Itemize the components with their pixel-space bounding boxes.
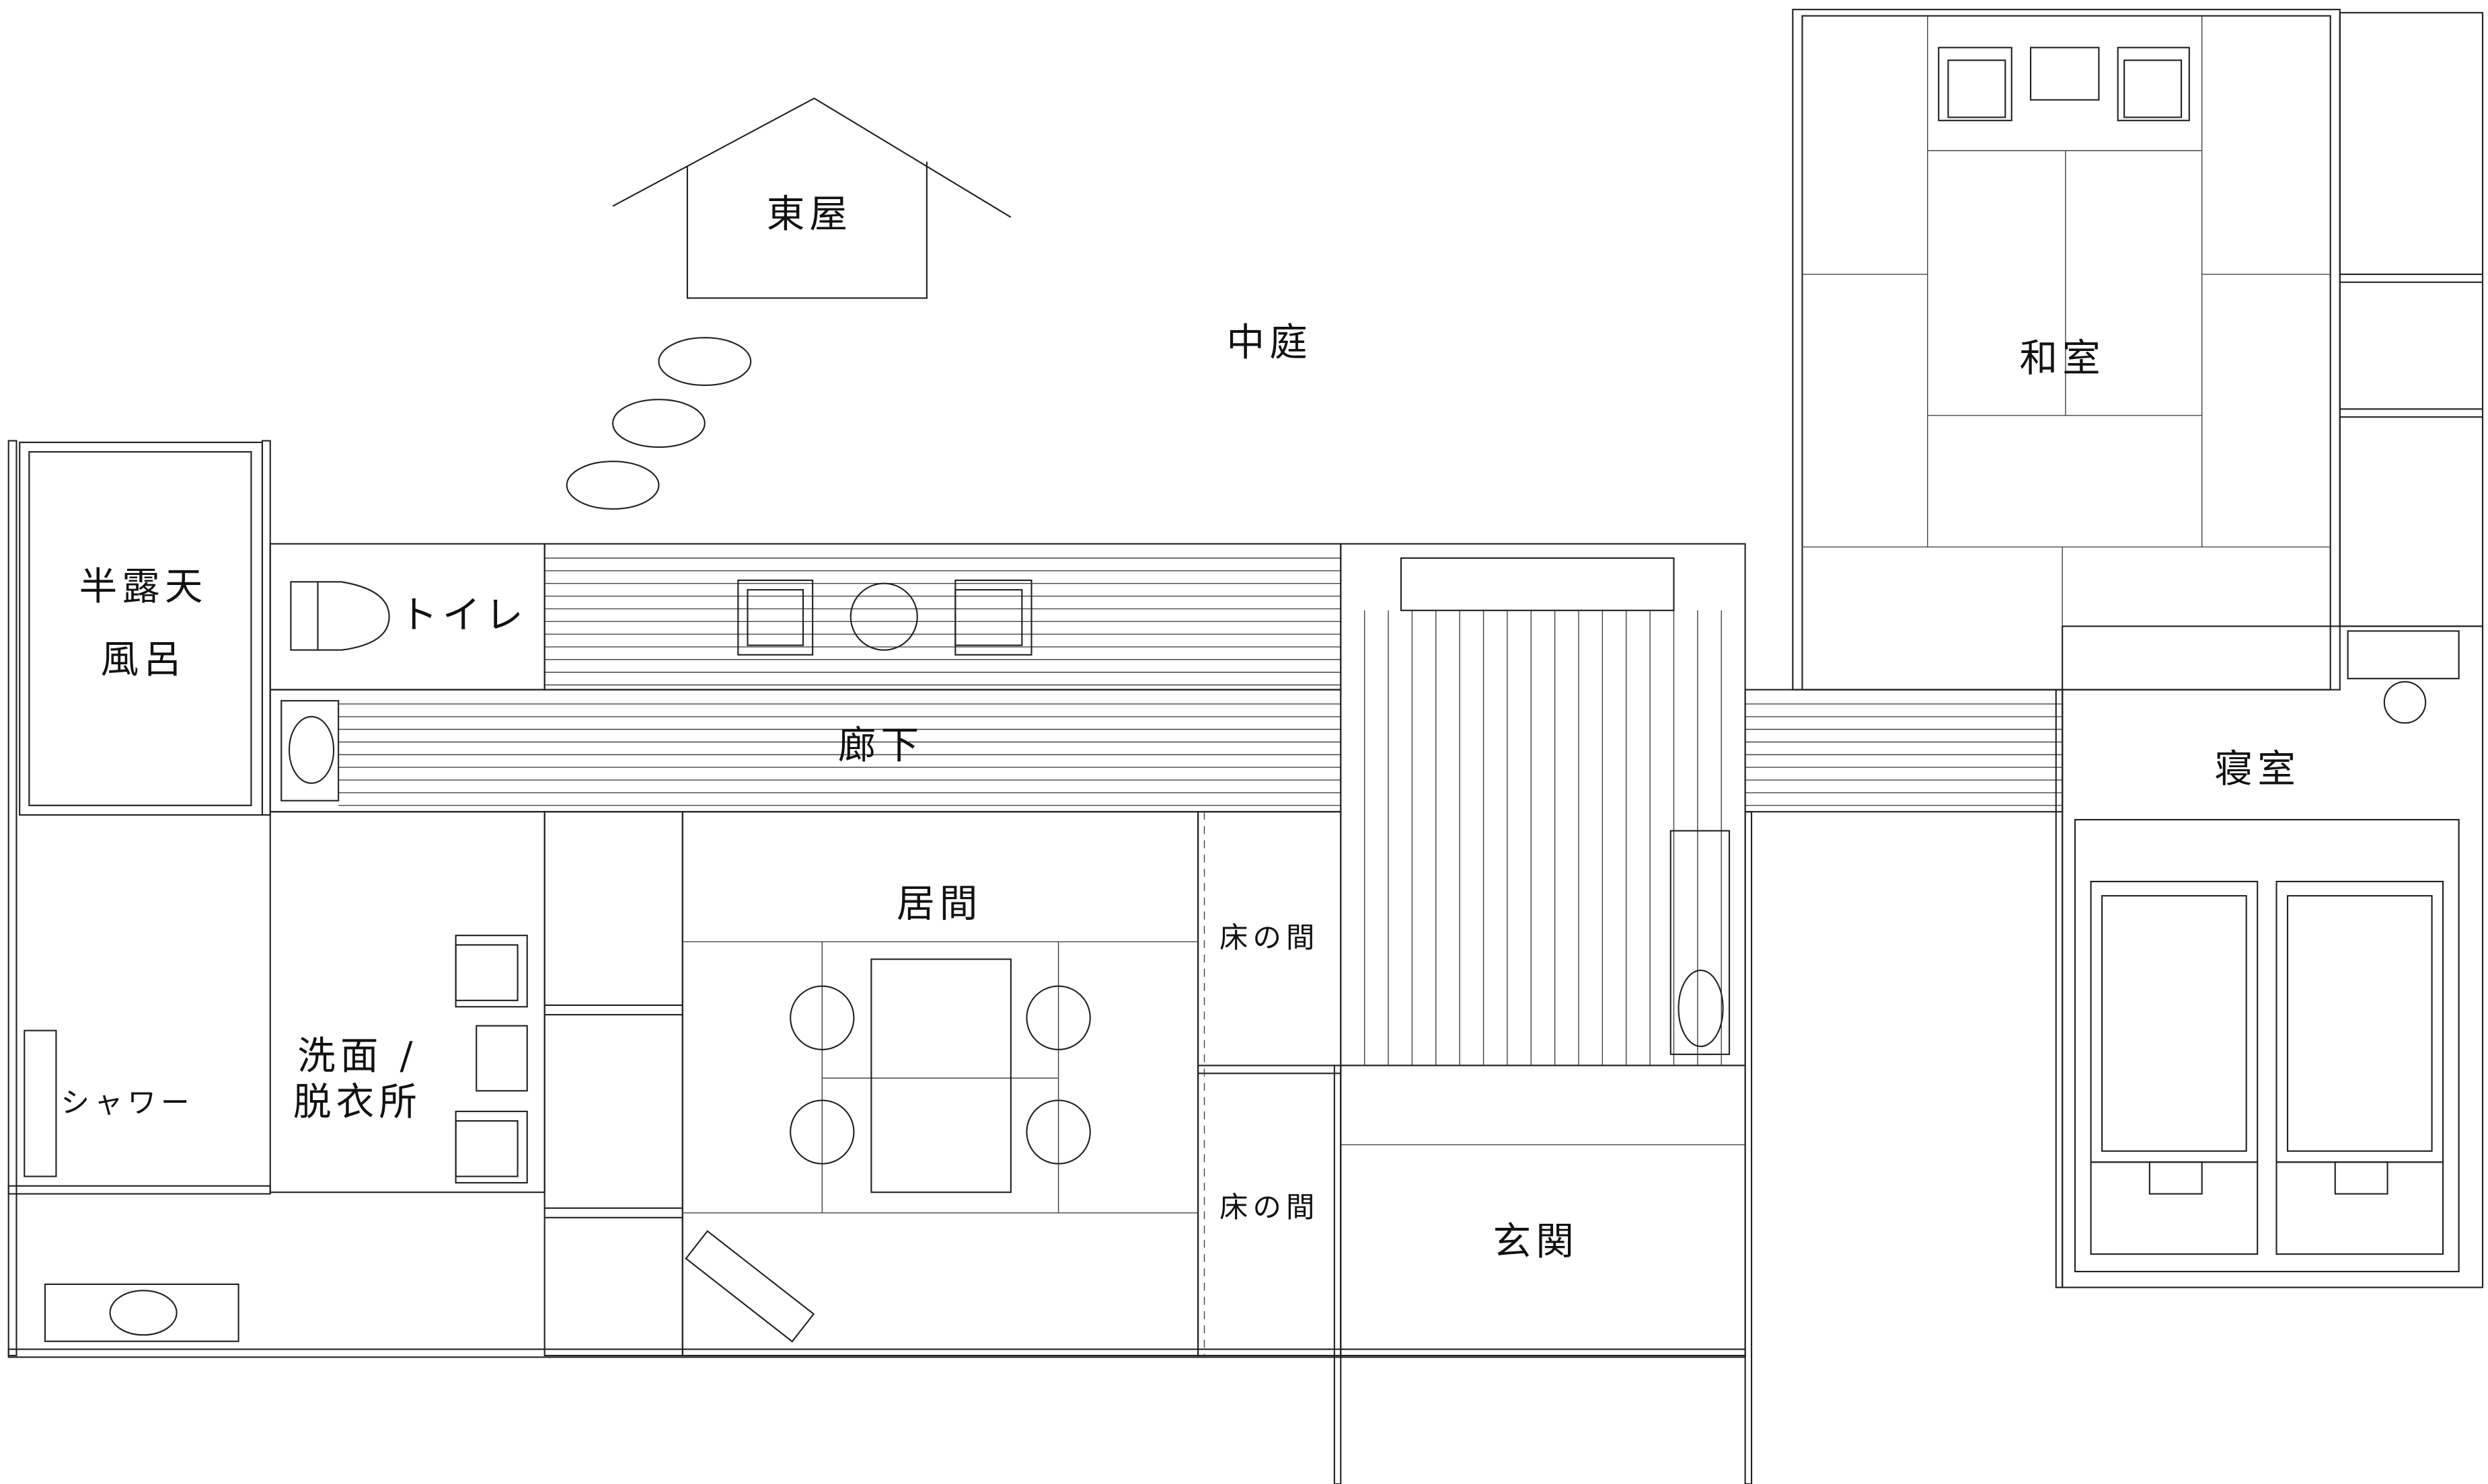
washitsu: 和室	[1792, 9, 2484, 691]
label-washroom-2: 脱衣所	[293, 1080, 422, 1124]
entry-hall	[1340, 543, 1746, 1066]
label-tokonoma-1: 床の間	[1219, 922, 1320, 955]
label-azumaya: 東屋	[767, 192, 852, 237]
label-washitsu: 和室	[2020, 336, 2105, 381]
label-bedroom: 寝室	[2215, 747, 2300, 791]
label-bath-2: 風呂	[100, 637, 186, 682]
closets	[543, 811, 683, 1357]
entrance: 玄関	[1333, 811, 1753, 1484]
deck	[543, 543, 1342, 691]
bedroom: 寝室	[2055, 625, 2484, 1288]
outdoor-bath: 半露天 風呂	[7, 440, 271, 1357]
label-tokonoma-2: 床の間	[1219, 1192, 1320, 1224]
toilet-room: トイレ	[269, 543, 545, 691]
label-living: 居間	[897, 882, 982, 926]
shower-area: シャワー	[7, 1029, 271, 1342]
label-entrance: 玄関	[1493, 1219, 1579, 1263]
washroom: 洗面 / 脱衣所	[269, 811, 545, 1194]
tokonoma: 床の間 床の間	[1197, 811, 1342, 1357]
label-shower: シャワー	[61, 1087, 194, 1120]
living-room: 居間	[681, 811, 1199, 1357]
label-corridor: 廊下	[838, 723, 923, 767]
label-courtyard: 中庭	[1227, 321, 1312, 365]
azumaya-pavilion: 東屋	[612, 97, 1012, 299]
label-toilet: トイレ	[400, 593, 528, 637]
corridor: 廊下	[269, 689, 2064, 813]
stepping-stones	[566, 337, 752, 510]
label-washroom-1: 洗面 /	[297, 1034, 418, 1079]
label-bath-1: 半露天	[79, 565, 208, 609]
floor-boards	[338, 557, 2063, 1066]
